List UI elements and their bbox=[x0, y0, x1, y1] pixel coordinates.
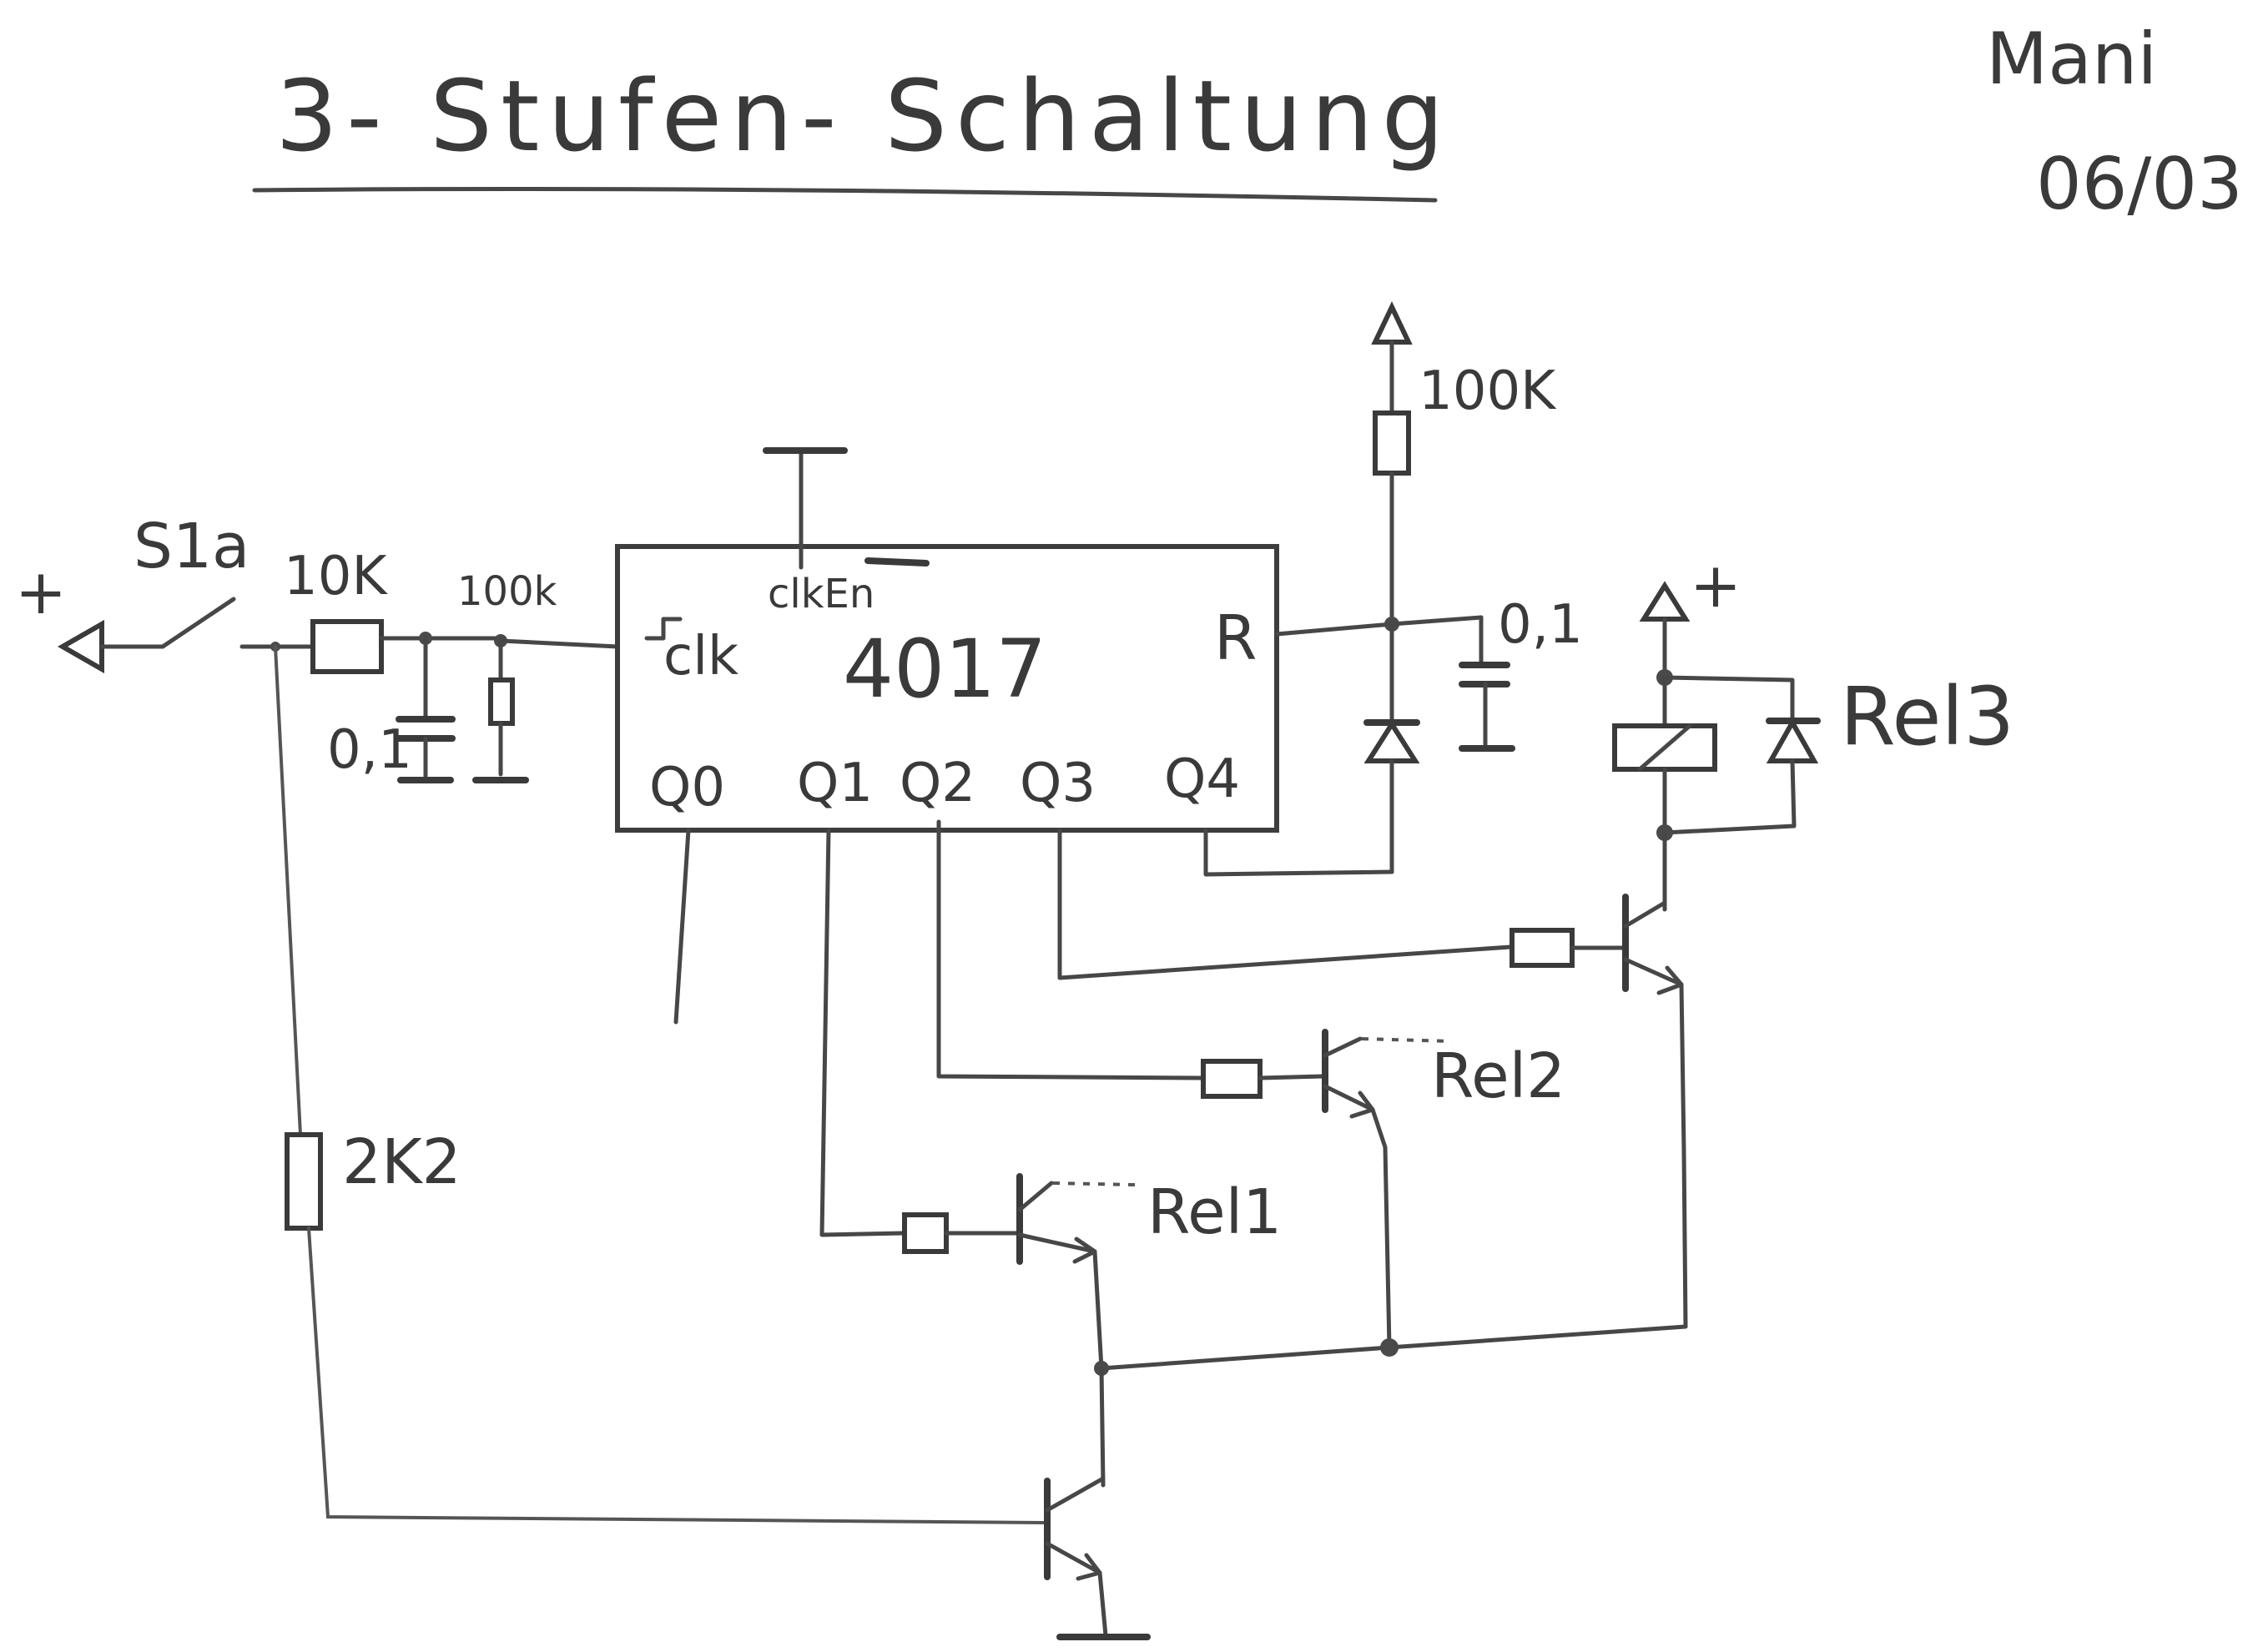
wire-q2-to-t2 bbox=[936, 819, 1204, 1080]
drawing-date: 06/03 bbox=[2036, 143, 2243, 226]
wire-t1-emitter-to-bus bbox=[1092, 1249, 1104, 1371]
wire-rel3-top-to-diode bbox=[1662, 675, 1795, 720]
relay-3-coil-slash bbox=[1637, 723, 1692, 772]
transistor-t4-emitter bbox=[1045, 1541, 1102, 1575]
wire-q1-to-t1 bbox=[819, 828, 905, 1237]
pin-clk-en-overbar bbox=[864, 557, 930, 567]
switch-s1a-lever bbox=[160, 597, 236, 649]
wire-q3-to-t3 bbox=[1057, 828, 1513, 980]
pin-q1-label: Q1 bbox=[797, 753, 873, 814]
relay-1-label: Rel1 bbox=[1147, 1176, 1282, 1248]
transistor-t2-emitter bbox=[1323, 1084, 1375, 1112]
wire-t4-emitter-to-ground bbox=[1097, 1570, 1108, 1638]
clock-edge-symbol bbox=[644, 617, 683, 641]
supply-arrow-reset bbox=[1371, 301, 1413, 345]
supply-arrow-left bbox=[57, 619, 104, 674]
relay-2-contact-link bbox=[1361, 1037, 1453, 1043]
pin-clk-en-label: clkEn bbox=[768, 571, 874, 617]
ic-4017-body bbox=[615, 544, 1279, 833]
title-underline bbox=[252, 187, 1438, 203]
wire-node-to-ic-clk bbox=[498, 638, 620, 649]
wire-diode-to-rel3-bottom bbox=[1662, 758, 1797, 835]
resistor-t2-base bbox=[1201, 1059, 1263, 1099]
wire-t3-emitter-to-bus bbox=[1679, 982, 1688, 1329]
diode-rel3-body bbox=[1766, 717, 1819, 763]
pin-q4-label: Q4 bbox=[1164, 748, 1240, 810]
transistor-t1-emitter bbox=[1017, 1232, 1097, 1254]
resistor-100k-input-label: 100k bbox=[457, 568, 557, 615]
ic-4017-label: 4017 bbox=[843, 622, 1046, 716]
transistor-t2-collector bbox=[1323, 1036, 1363, 1058]
wire-reset-to-cap bbox=[1389, 615, 1484, 627]
resistor-100k-reset-label: 100K bbox=[1419, 360, 1557, 422]
resistor-10k-label: 10K bbox=[284, 546, 388, 607]
supply-arrow-rel3 bbox=[1639, 581, 1691, 622]
resistor-t3-base bbox=[1510, 928, 1575, 968]
wire-q0-lead bbox=[673, 828, 691, 1025]
switch-s1a-label: S1a bbox=[134, 511, 249, 582]
wire-bus-to-t4-collector bbox=[1099, 1366, 1106, 1488]
schematic-title: 3- Stufen- Schaltung bbox=[275, 58, 1453, 174]
resistor-10k bbox=[310, 619, 384, 674]
author-name: Mani bbox=[1986, 18, 2157, 101]
capacitor-reset-label: 0,1 bbox=[1498, 594, 1583, 656]
transistor-t3-emitter bbox=[1623, 957, 1684, 987]
wire-t2-base bbox=[1258, 1074, 1325, 1080]
relay-1-contact-link bbox=[1052, 1181, 1136, 1186]
plus-right-label: + bbox=[1690, 550, 1741, 622]
capacitor-input-label: 0,1 bbox=[327, 719, 412, 781]
transistor-t1-collector bbox=[1017, 1181, 1054, 1212]
resistor-2k2-label: 2K2 bbox=[342, 1126, 461, 1198]
pin-q2-label: Q2 bbox=[900, 753, 975, 814]
relay-2-label: Rel2 bbox=[1431, 1040, 1565, 1112]
pin-q0-label: Q0 bbox=[649, 757, 725, 818]
wire-r-pin-to-node bbox=[1274, 622, 1394, 637]
pin-clk-label: clk bbox=[663, 626, 738, 687]
transistor-t3-collector bbox=[1623, 900, 1667, 929]
transistor-t4-collector bbox=[1045, 1476, 1106, 1513]
resistor-2k2 bbox=[285, 1132, 323, 1231]
wire-2k2-to-t4-base bbox=[307, 1226, 1045, 1524]
wire-input-node-to-2k2 bbox=[274, 645, 302, 1136]
pin-q3-label: Q3 bbox=[1020, 753, 1096, 814]
resistor-100k-input bbox=[488, 677, 515, 726]
wire-q4-to-diode bbox=[1203, 828, 1394, 877]
relay-3-label: Rel3 bbox=[1840, 670, 2014, 763]
pin-r-label: R bbox=[1214, 602, 1257, 674]
plus-left-label: + bbox=[15, 557, 67, 628]
resistor-100k-reset bbox=[1373, 410, 1411, 476]
diode-reset-body bbox=[1363, 719, 1420, 763]
node-bus-t2 bbox=[1380, 1338, 1399, 1357]
wire-t2-emitter-to-bus bbox=[1370, 1107, 1392, 1350]
resistor-t1-base bbox=[902, 1212, 949, 1254]
